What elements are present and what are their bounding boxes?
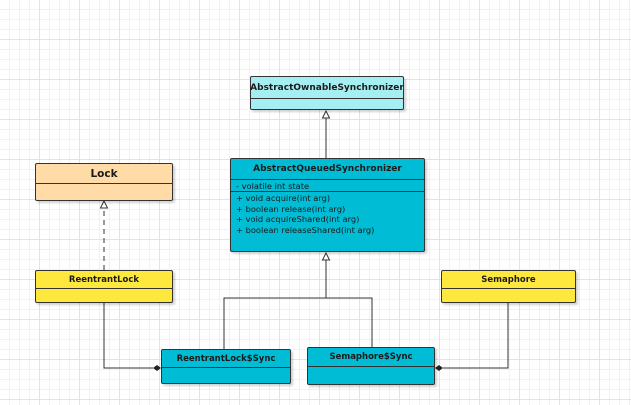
class-reentrant-lock-sync[interactable]: ReentrantLock$Sync [161, 349, 291, 384]
semaphoresync-inherits-aqs-line [326, 297, 373, 347]
class-title: ReentrantLock [36, 271, 172, 289]
semaphore-composes-sync-line [443, 303, 509, 369]
class-semaphore[interactable]: Semaphore [441, 270, 576, 303]
reentrantlock-composes-sync-line [103, 303, 153, 369]
method-item: + boolean release(int arg) [236, 203, 346, 214]
method-list: + void acquire(int arg) + boolean releas… [231, 192, 424, 235]
lock-arrowhead [99, 199, 109, 209]
class-reentrant-lock[interactable]: ReentrantLock [35, 270, 173, 303]
class-abstract-ownable-synchronizer[interactable]: AbstractOwnableSynchronizer [250, 76, 404, 110]
method-item: + void acquireShared(int arg) [236, 214, 360, 225]
class-title: Semaphore$Sync [308, 348, 434, 367]
reentrantsync-inherits-aqs-line [223, 259, 327, 349]
method-item: + boolean releaseShared(int arg) [236, 224, 375, 235]
class-lock[interactable]: Lock [35, 163, 173, 201]
class-title: Semaphore [442, 271, 575, 289]
class-title: Lock [36, 164, 172, 184]
class-title: AbstractQueuedSynchronizer [231, 159, 424, 180]
class-title: AbstractOwnableSynchronizer [250, 77, 404, 99]
field-item: - volatile int state [236, 181, 310, 191]
class-abstract-queued-synchronizer[interactable]: AbstractQueuedSynchronizer - volatile in… [230, 158, 425, 252]
aqs-arrowhead [321, 251, 331, 261]
semaphore-composition-diamond [435, 365, 443, 371]
reentrant-composition-diamond [153, 365, 161, 371]
class-title: ReentrantLock$Sync [162, 350, 290, 368]
ownable-arrowhead [321, 109, 331, 119]
field-list: - volatile int state [231, 180, 424, 193]
method-item: + void acquire(int arg) [236, 193, 331, 204]
class-semaphore-sync[interactable]: Semaphore$Sync [307, 347, 435, 385]
